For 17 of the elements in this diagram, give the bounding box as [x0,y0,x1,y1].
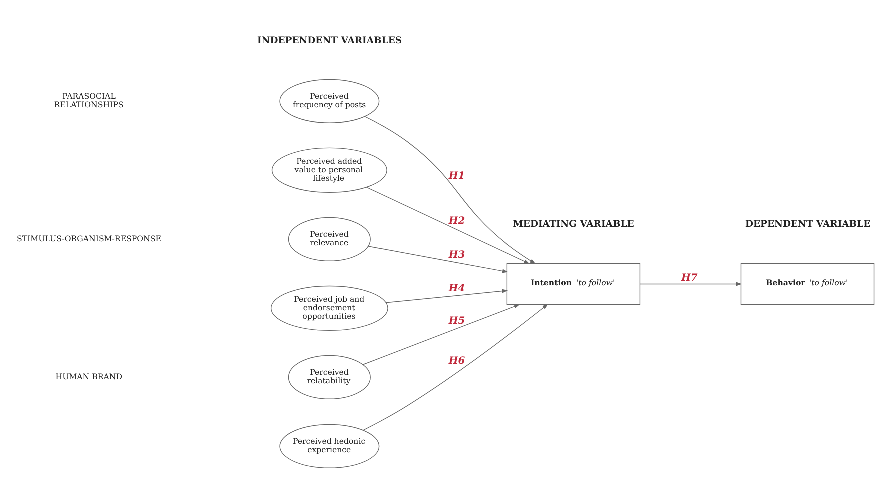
arrow [368,246,508,274]
edge-label: H5 [448,316,466,328]
edge-label: H4 [448,284,466,295]
arrow [362,304,520,366]
edge-label: H1 [448,171,466,182]
label: INDEPENDENT VARIABLES [257,35,402,46]
edge-label: H6 [448,356,466,368]
arrow [366,187,530,264]
label: DEPENDENT VARIABLE [746,218,871,230]
arrow [386,289,508,304]
edge-label: H7 [681,272,698,284]
edge-label: H3 [448,250,466,262]
label: MEDIATING VARIABLE [513,218,634,230]
edge-label: H2 [448,216,466,227]
arrow [640,282,742,286]
arrow [364,116,536,264]
arrow [363,304,548,431]
